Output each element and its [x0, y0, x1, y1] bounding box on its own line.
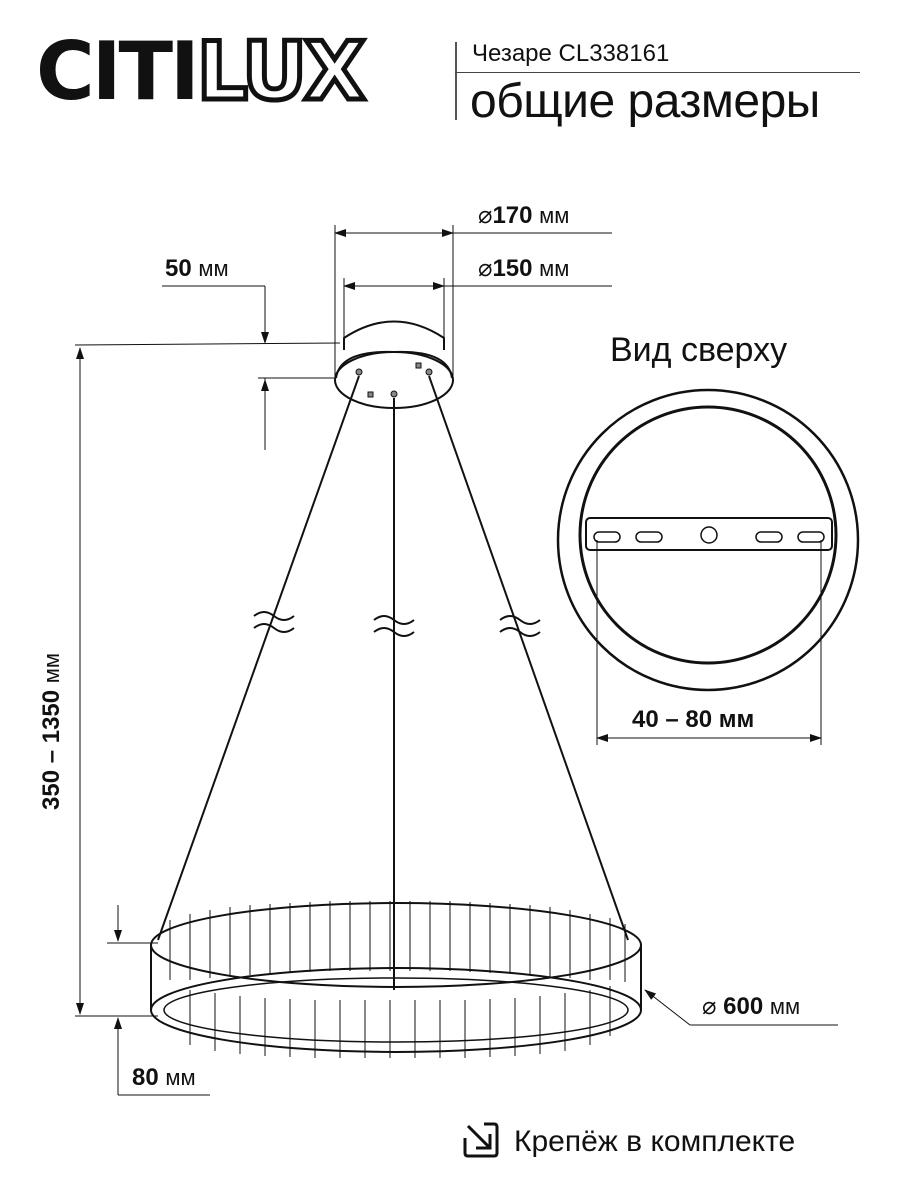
top-view-title: Вид сверху — [610, 331, 788, 369]
dim-bracket-spacing: 40 – 80 мм — [632, 706, 755, 733]
mounting-note: Крепёж в комплекте — [462, 1120, 795, 1163]
brand-logo: CITILUX — [36, 23, 368, 121]
dim-canopy-outer: ⌀170 мм — [478, 202, 570, 229]
dim-canopy-height: 50 мм — [165, 255, 229, 282]
product-name: Чезаре CL338161 — [472, 40, 670, 67]
header-rule — [455, 72, 860, 73]
header-divider — [455, 42, 457, 120]
dim-ring-diameter: ⌀ 600 мм — [702, 993, 801, 1020]
dim-ring-height: 80 мм — [132, 1064, 196, 1091]
dim-suspension-length: 350 – 1350 мм — [38, 652, 65, 810]
page-title: общие размеры — [470, 75, 820, 128]
arrow-down-right-icon — [462, 1120, 500, 1163]
dim-canopy-inner: ⌀150 мм — [478, 255, 570, 282]
mounting-note-text: Крепёж в комплекте — [514, 1124, 796, 1158]
